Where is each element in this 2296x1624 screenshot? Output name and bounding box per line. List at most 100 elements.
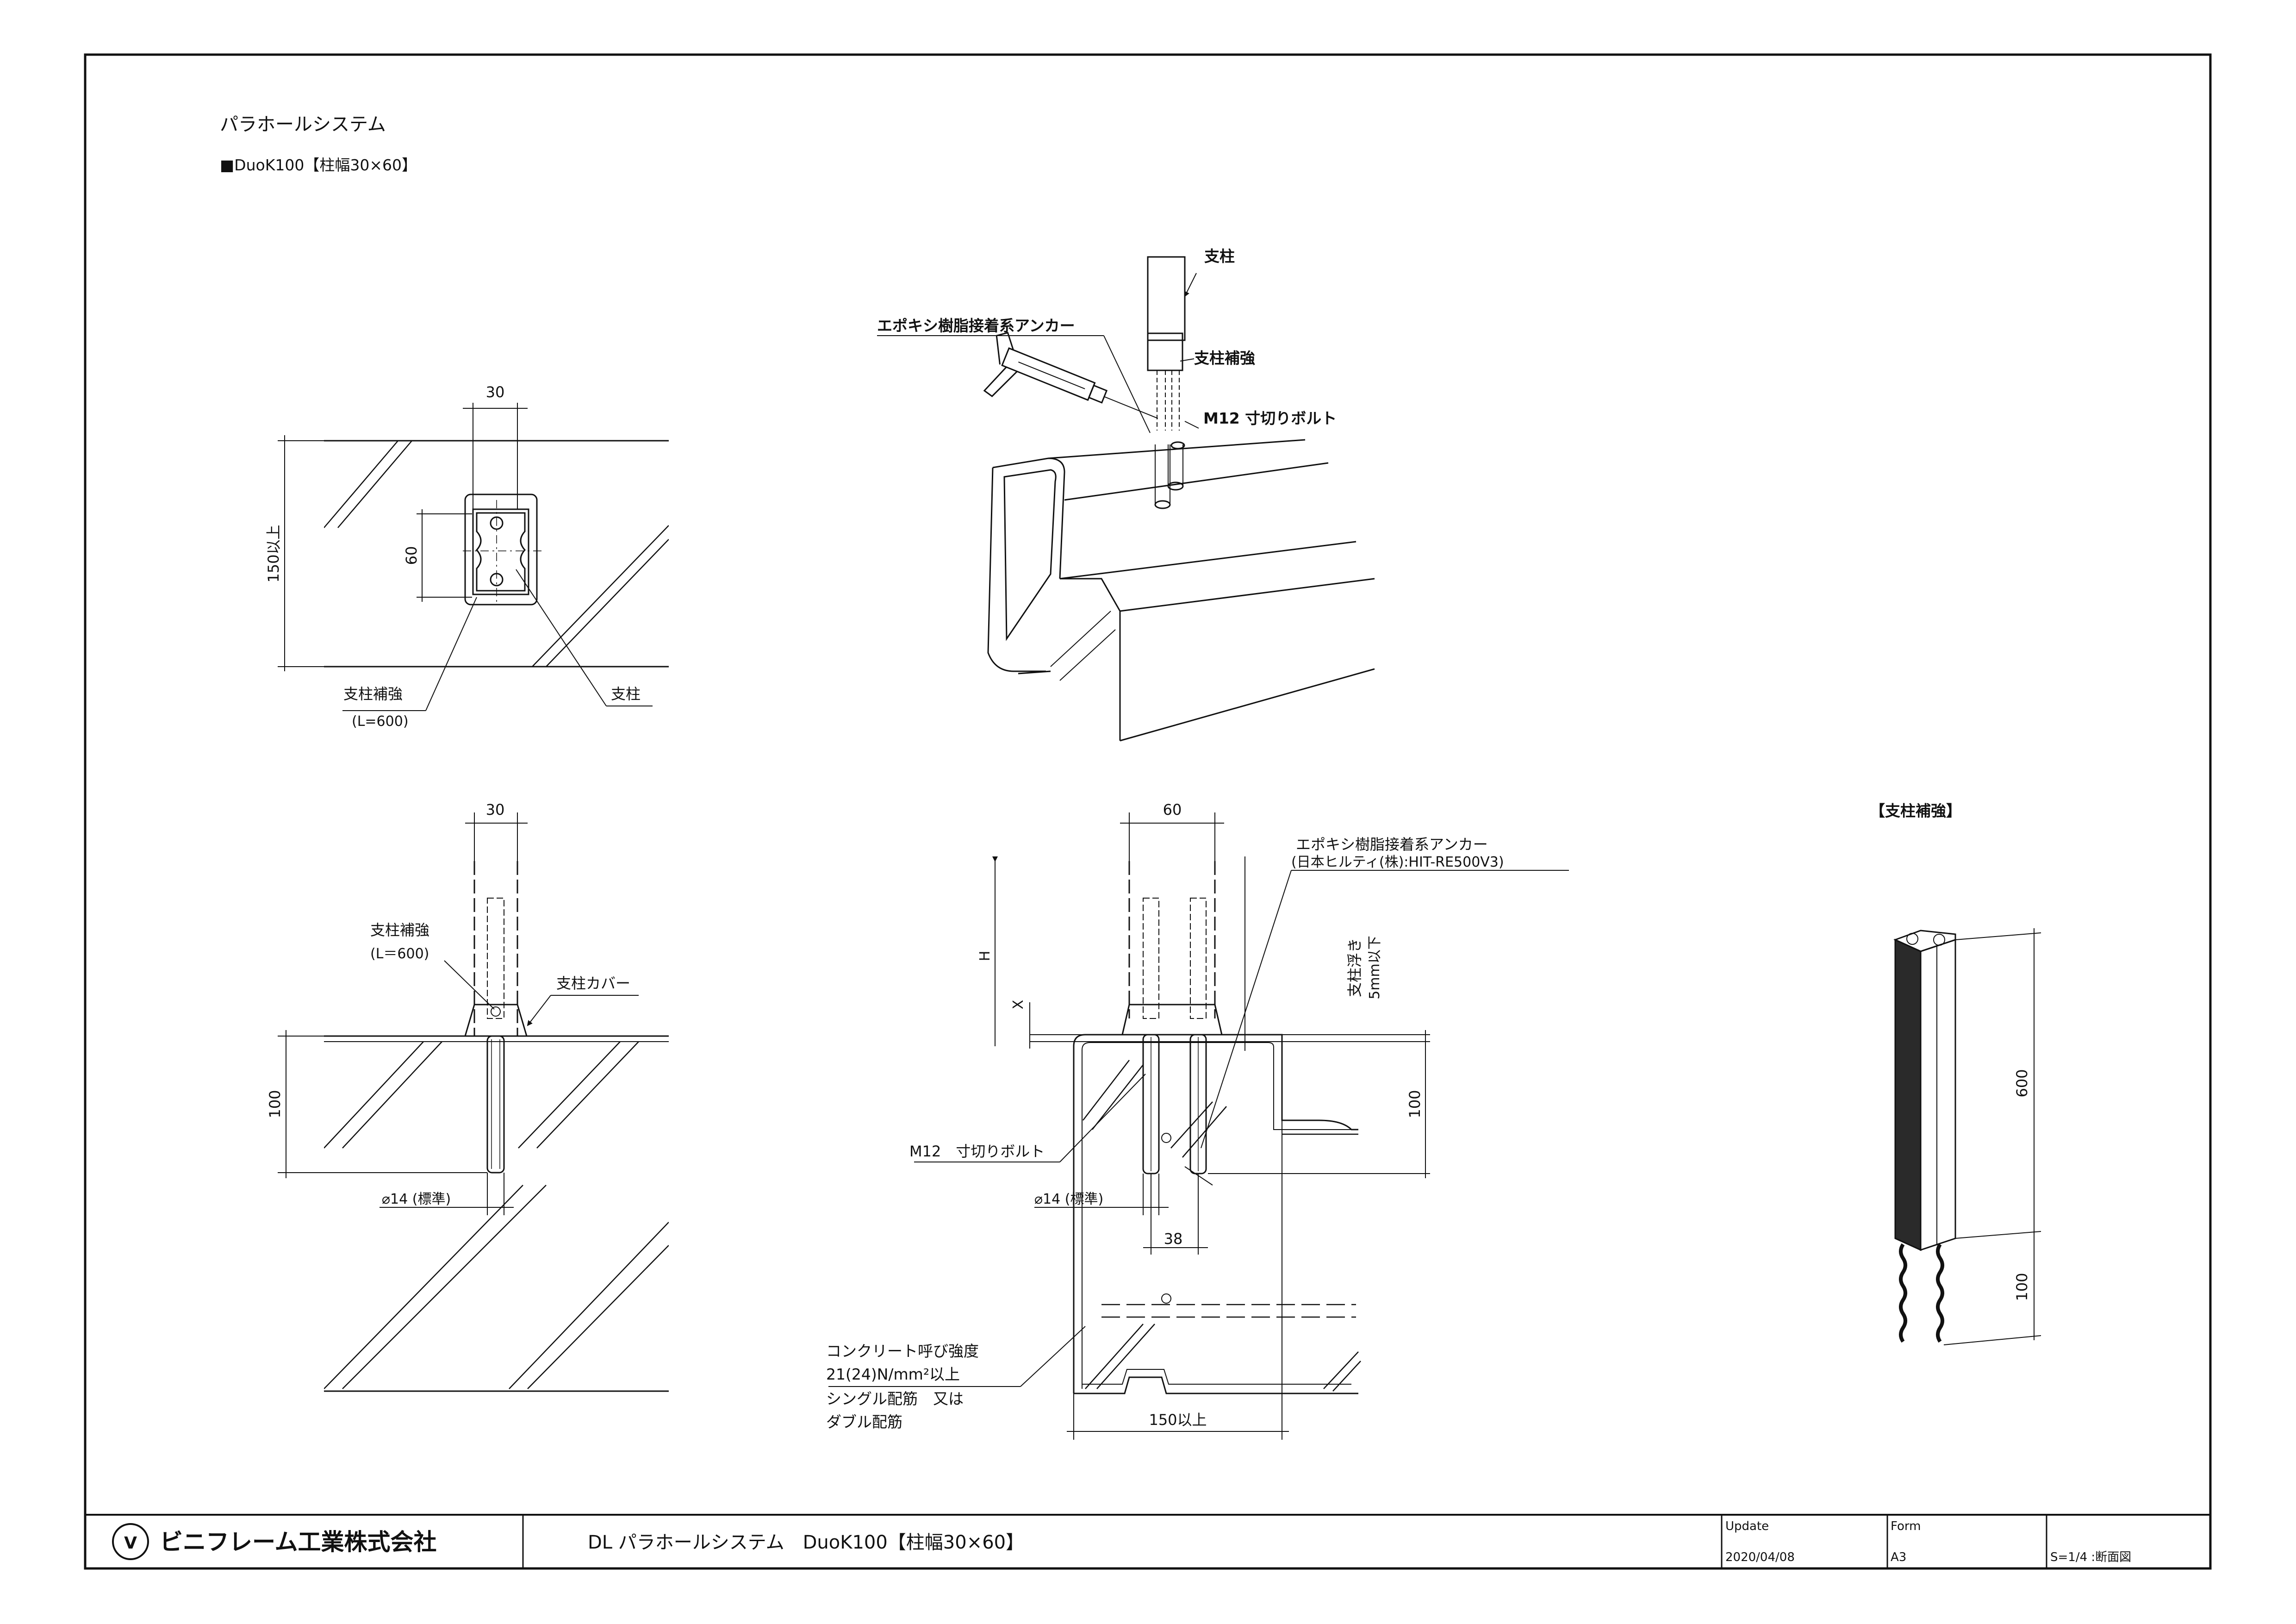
reinforcement-dim-label-100: 100: [2013, 1273, 2031, 1301]
slab-hatch: [324, 1041, 669, 1389]
curb-hatch: [1083, 1060, 1361, 1392]
update-label: Update: [1725, 1519, 1769, 1533]
ext-line: [1955, 1231, 2041, 1239]
leader-anchor: [1103, 335, 1151, 433]
iso-label-post: 支柱: [1204, 247, 1235, 265]
reinforcement-core-left: [1143, 898, 1159, 1019]
curb-inner-outline: [1082, 1042, 1356, 1389]
form-label: Form: [1891, 1519, 1921, 1533]
reinforcement-hole: [1906, 933, 1918, 945]
epoxy-gun: [983, 331, 1158, 419]
curb-bottom-notch: [1074, 1376, 1358, 1394]
post-body: [1147, 256, 1186, 341]
side-dim-label-30: 30: [486, 801, 505, 818]
sheet-title: パラホールシステム: [220, 114, 386, 135]
reinforcement-outline: [464, 493, 538, 606]
detail-label-concrete-3: シングル配筋 又は: [826, 1390, 964, 1408]
side-label-reinforcement-length: (L＝600): [370, 946, 429, 962]
detail-label-hole: ⌀14 (標準): [1034, 1191, 1103, 1207]
curb-inner-notch: [1082, 1369, 1351, 1385]
sheet-subtitle: ■DuoK100【柱幅30×60】: [220, 156, 417, 174]
detail-label-lift-2: 5mm以下: [1367, 936, 1383, 999]
sheet-border: [84, 53, 2212, 1570]
reinforcement-view-title: 【支柱補強】: [1870, 802, 1961, 820]
side-section-view: [278, 812, 669, 1392]
label-post: 支柱: [611, 685, 641, 703]
reinforcement-top: [1893, 930, 1956, 952]
iso-label-anchor: エポキシ樹脂接着系アンカー: [877, 317, 1075, 335]
leader-bolt: [1059, 1074, 1146, 1162]
gun-handle-top: [996, 331, 1014, 365]
plan-view: [278, 403, 669, 711]
side-label-cover: 支柱カバー: [556, 974, 630, 992]
label-reinforcement-length: (L=600): [352, 713, 409, 730]
rebar-section: [1161, 1293, 1171, 1304]
dim-label-60: 60: [403, 546, 420, 565]
anchor-bolt: [486, 1035, 505, 1174]
detail-section-view: [828, 812, 1569, 1440]
form-value: A3: [1891, 1550, 1906, 1564]
detail-label-x: X: [1010, 1000, 1027, 1010]
curb-front-top-edge: [1059, 541, 1356, 580]
leader-reinforcement: [1180, 358, 1195, 362]
leader-reinforcement: [444, 960, 495, 1010]
isometric-view: [877, 256, 1375, 742]
leader-bolt: [1184, 421, 1199, 429]
gun-detail: [1018, 361, 1085, 389]
company-name: ビニフレーム工業株式会社: [160, 1529, 437, 1555]
dim-label-30: 30: [486, 383, 505, 401]
reinforcement-dim-label-600: 600: [2013, 1069, 2031, 1097]
detail-dim-label-60: 60: [1163, 801, 1182, 818]
drill-hole: [1170, 441, 1185, 450]
detail-label-bolt: M12 寸切りボルト: [909, 1143, 1045, 1160]
post-cover: [464, 1004, 528, 1037]
post-profile: [475, 512, 526, 592]
detail-dim-label-100: 100: [1406, 1090, 1424, 1118]
ext-line: [1943, 1335, 2041, 1345]
curb-left-profile: [987, 467, 1046, 672]
gun-nozzle-base: [1088, 384, 1108, 404]
scale-label: S=1/4 :断面図: [2050, 1550, 2131, 1564]
detail-label-h: H: [977, 951, 993, 962]
curb-front-edge: [1120, 578, 1375, 612]
reinforcement-core-right: [1190, 898, 1207, 1019]
curb-front-face: [1060, 578, 1121, 741]
leader-post: [1184, 273, 1197, 297]
post-reinforcement: [1147, 332, 1183, 371]
detail-label-lift-1: 支柱浮き: [1346, 938, 1363, 997]
leader-anchor: [1201, 870, 1292, 1149]
post-outline: [472, 508, 529, 595]
leader-reinforcement: [425, 597, 477, 711]
leader-post: [516, 569, 607, 706]
reinforcement-core: [487, 898, 504, 1019]
drawing-title: DL パラホールシステム DuoK100【柱幅30×60】: [588, 1532, 1024, 1553]
curb-outline: [1073, 1034, 1358, 1393]
curb-notch: [1018, 670, 1051, 675]
detail-label-anchor-product: (日本ヒルティ(株):HIT-RE500V3): [1291, 854, 1504, 870]
drill-hole: [1154, 500, 1171, 509]
curb-top-ridge: [1064, 462, 1329, 501]
rebar-section: [1161, 1133, 1171, 1143]
reinforcement-face-left: [1894, 938, 1922, 1251]
dim-label-150: 150以上: [265, 525, 282, 582]
iso-label-reinforcement: 支柱補強: [1194, 349, 1255, 367]
detail-dim-label-150: 150以上: [1149, 1411, 1207, 1429]
curb-inner-profile: [1003, 469, 1057, 641]
company-logo-mark: V: [124, 1534, 137, 1553]
curb-bottom-edge: [1120, 668, 1375, 742]
gun-nozzle: [1104, 396, 1158, 419]
company-logo-icon: [112, 1523, 149, 1560]
leader-cover: [527, 995, 551, 1026]
post-cover: [1121, 1004, 1223, 1036]
reinforcement-face-right: [1920, 938, 1956, 1251]
curb-face-line: [1059, 629, 1116, 681]
update-value: 2020/04/08: [1725, 1550, 1795, 1564]
bolt-thread-right: [1936, 1243, 1944, 1343]
curb-face-line: [1050, 611, 1111, 667]
detail-label-anchor: エポキシ樹脂接着系アンカー: [1296, 836, 1488, 853]
title-block: V: [85, 1514, 2210, 1568]
side-label-hole: ⌀14 (標準): [382, 1191, 451, 1207]
cover-screw: [491, 1006, 501, 1017]
side-dim-label-100: 100: [266, 1090, 284, 1118]
